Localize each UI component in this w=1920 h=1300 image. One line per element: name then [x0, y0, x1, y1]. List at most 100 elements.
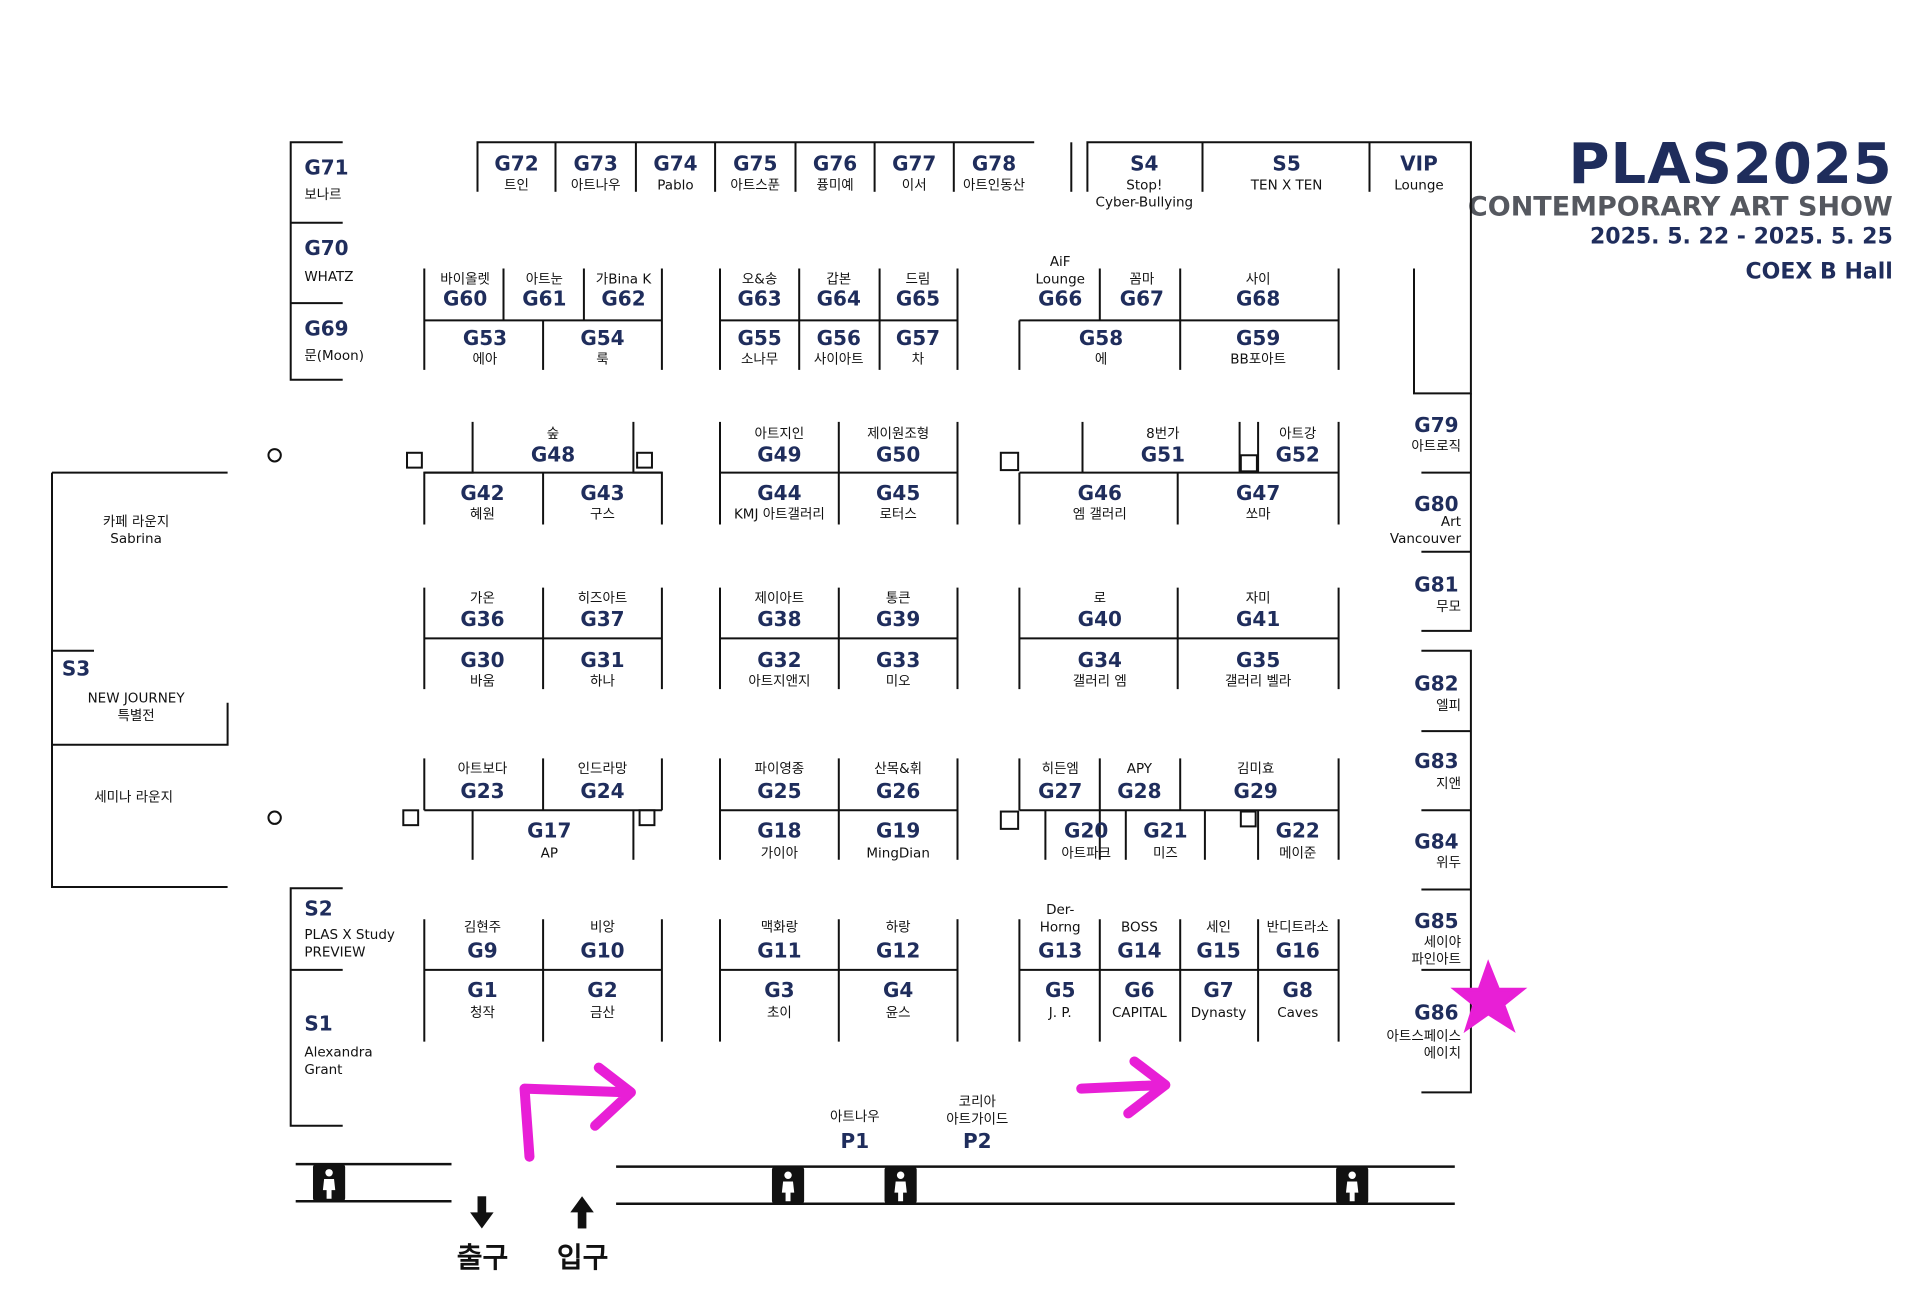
booth-code: G74	[653, 152, 697, 176]
booth-code: G67	[1120, 287, 1164, 311]
booth-code: G23	[460, 779, 504, 803]
booth-name: 차	[912, 352, 925, 368]
booth-code: G65	[896, 287, 940, 311]
show-dates: 2025. 5. 22 - 2025. 5. 25	[1590, 225, 1893, 250]
booth-code: G39	[876, 607, 920, 631]
booth-g5[interactable]: G5J. P.	[1045, 978, 1075, 1021]
